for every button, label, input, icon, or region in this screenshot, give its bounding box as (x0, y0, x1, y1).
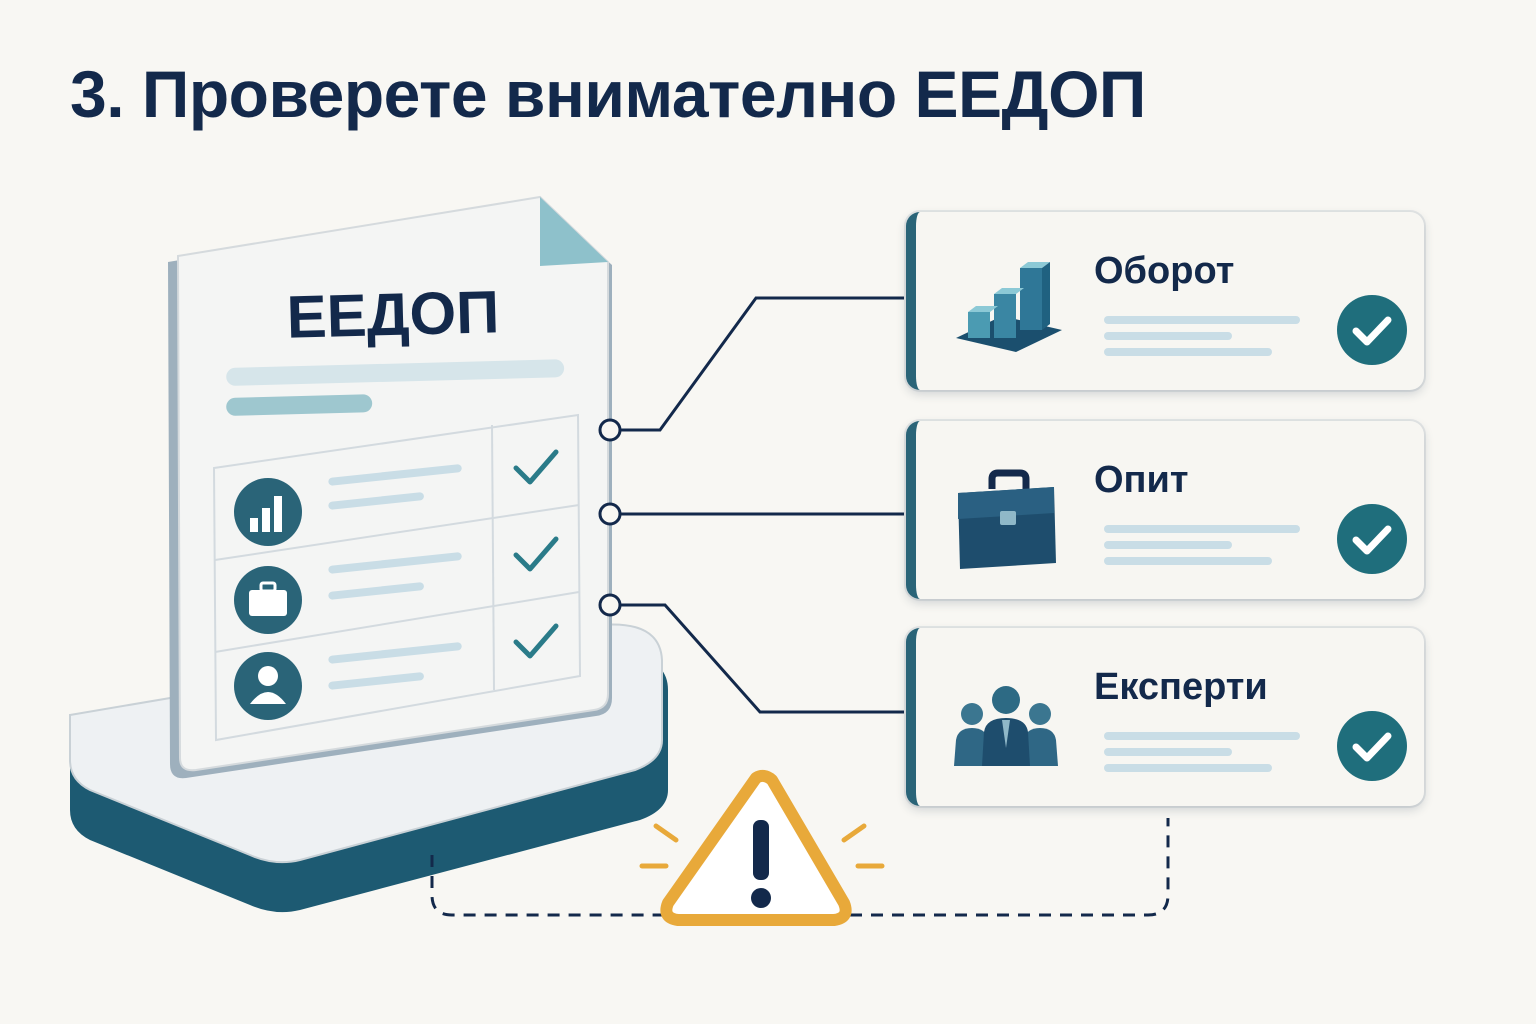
connector-experts (620, 603, 906, 714)
connector-node (598, 418, 622, 442)
briefcase-icon (958, 469, 1056, 569)
connectors (620, 296, 906, 714)
card-experts: Експерти (906, 628, 1424, 806)
dashed-link (430, 818, 1170, 917)
placeholder-line (1104, 764, 1272, 772)
connector-node (598, 593, 622, 617)
placeholder-line (1104, 541, 1232, 549)
placeholder-line (1104, 748, 1232, 756)
people-icon (954, 686, 1058, 766)
document-title: ЕЕДОП (285, 278, 501, 351)
doc-row-experts (234, 623, 559, 720)
bar-chart-icon (956, 262, 1062, 352)
doc-row-check-icon (513, 623, 559, 659)
card-label: Оборот (1094, 250, 1235, 292)
placeholder-line (1104, 316, 1300, 324)
placeholder-line (1104, 732, 1300, 740)
check-icon (1337, 711, 1407, 781)
doc-row-check-icon (513, 449, 559, 485)
connector-node (598, 502, 622, 526)
placeholder-line (1104, 348, 1272, 356)
placeholder-line (1104, 332, 1232, 340)
doc-row-experience (234, 536, 559, 634)
card-turnover: Оборот (906, 212, 1424, 390)
check-icon (1337, 295, 1407, 365)
check-icon (1337, 504, 1407, 574)
doc-row-check-icon (513, 536, 559, 572)
card-label: Опит (1094, 459, 1189, 501)
page-title: 3. Проверете внимателно ЕЕДОП (70, 57, 1146, 131)
card-label: Експерти (1094, 666, 1268, 708)
connector-turnover (620, 296, 906, 432)
card-experience: Опит (906, 421, 1424, 599)
placeholder-line (1104, 557, 1272, 565)
doc-row-turnover (234, 449, 559, 546)
warning-icon (639, 769, 885, 926)
placeholder-line (1104, 525, 1300, 533)
